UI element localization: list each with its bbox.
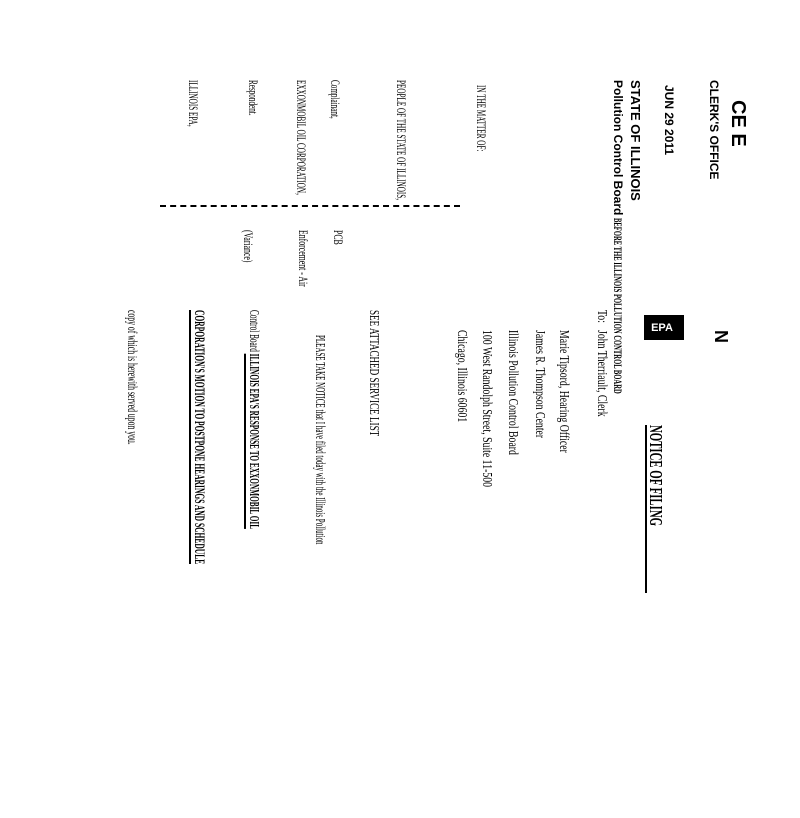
stamp-office: CLERK'S OFFICE	[707, 80, 721, 180]
stamp-board: Pollution Control Board	[611, 80, 625, 216]
to-label: To:	[594, 310, 609, 323]
recipient-line: Chicago, Illinois 60601	[454, 330, 469, 423]
notice-line-4: copy of which is herewith served upon yo…	[124, 310, 139, 445]
stamp-date: JUN 29 2011	[662, 85, 676, 156]
stamp-state: STATE OF ILLINOIS	[628, 80, 643, 201]
party-line: Respondent.	[246, 80, 261, 116]
service-list-note: SEE ATTACHED SERVICE LIST	[366, 310, 381, 437]
party-line: ILLINOIS EPA,	[186, 80, 201, 127]
party-line: EXXONMOBIL OIL CORPORATION,	[294, 80, 309, 195]
case-number: PCB	[331, 230, 346, 245]
caption-divider	[160, 205, 460, 209]
epa-logo-text: EPA	[651, 321, 673, 334]
epa-logo: EPA	[644, 315, 684, 340]
party-line: Complainant,	[328, 80, 343, 119]
notice-document-title-2: CORPORATION'S MOTION TO POSTPONE HEARING…	[189, 310, 207, 565]
recipient-line: Illinois Pollution Control Board	[505, 330, 520, 455]
notice-document-title-1: ILLINOIS EPA'S RESPONSE TO EXXONMOBIL OI…	[244, 353, 261, 530]
case-variance: (Variance)	[241, 230, 256, 263]
stamp-received: CE E	[727, 100, 749, 147]
notice-of-filing-page: CE E CLERK'S OFFICE JUN 29 2011 STATE OF…	[124, 80, 749, 594]
logo-n-mark: N	[711, 330, 731, 343]
recipient-line: John Therriault, Clerk	[594, 330, 609, 417]
recipient-line: Marie Tipsord, Hearing Officer	[556, 330, 571, 453]
document-title: NOTICE OF FILING	[646, 425, 666, 527]
in-the-matter-label: IN THE MATTER OF:	[474, 85, 489, 152]
recipient-line: 100 West Randolph Street, Suite 11-500	[479, 330, 494, 488]
notice-line-2-prefix: Control Board	[246, 310, 261, 352]
recipient-line: James R. Thompson Center	[532, 330, 547, 439]
notice-line-1: PLEASE TAKE NOTICE that I have filed tod…	[312, 335, 327, 545]
case-type: Enforcement - Air	[296, 230, 311, 287]
party-line: PEOPLE OF THE STATE OF ILLINOIS,	[394, 80, 409, 201]
board-caption: BEFORE THE ILLINOIS POLLUTION CONTROL BO…	[611, 218, 625, 395]
